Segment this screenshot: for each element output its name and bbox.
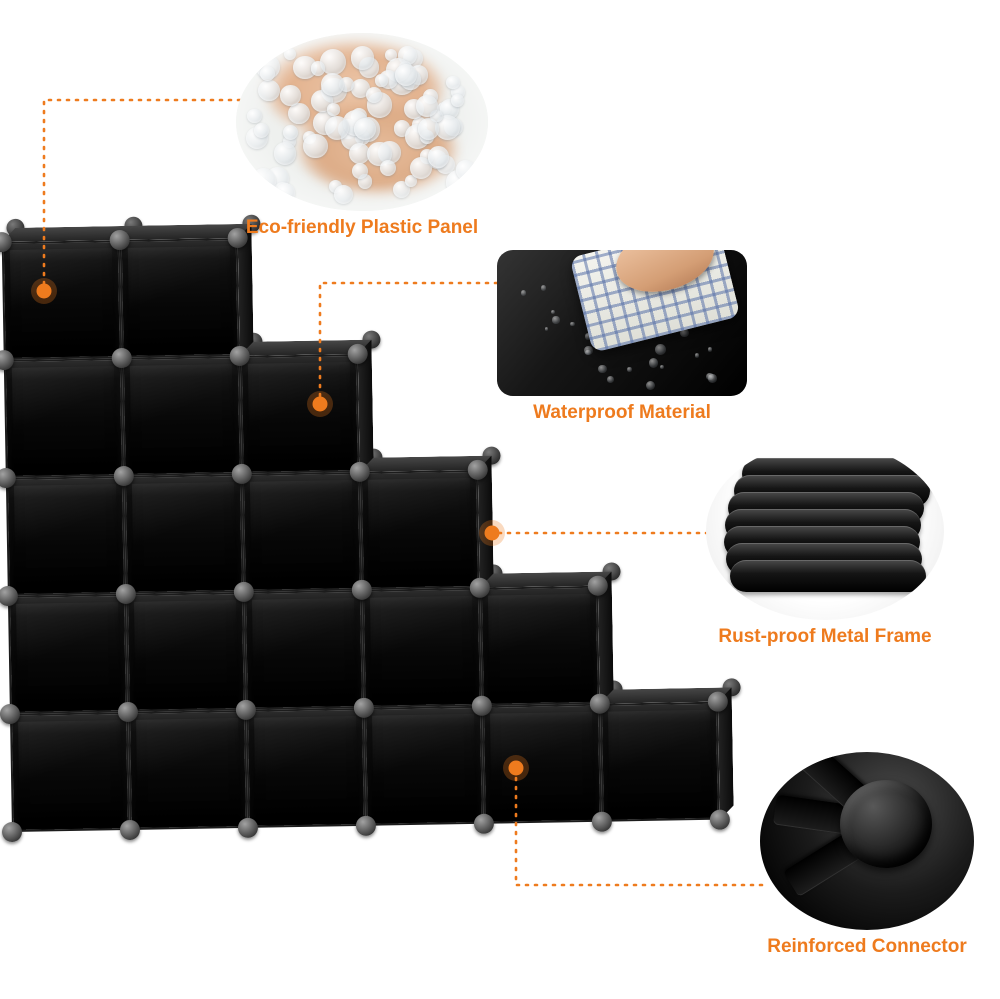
- connector-ball: [1, 821, 23, 843]
- water-droplet: [584, 333, 592, 341]
- cube-cell: [243, 589, 364, 710]
- cube-cell: [9, 711, 130, 832]
- caption-connector: Reinforced Connector: [767, 936, 967, 957]
- caption-plastic-panel: Eco-friendly Plastic Panel: [245, 217, 479, 238]
- connector-ball: [237, 817, 259, 839]
- water-droplet: [708, 374, 717, 383]
- photo-edge-fade: [236, 33, 488, 211]
- cube-cell: [481, 703, 602, 824]
- water-droplet: [569, 321, 575, 327]
- plastic-pellets-image: [236, 33, 488, 211]
- water-droplet: [552, 316, 560, 324]
- connector-ball-closeup: [840, 780, 932, 868]
- metal-frame-panel: [730, 560, 926, 592]
- cube-cell: [599, 701, 720, 822]
- cube-cell: [361, 587, 482, 708]
- water-droplet: [648, 358, 659, 369]
- water-droplet: [544, 327, 548, 331]
- caption-metal-frame: Rust-proof Metal Frame: [718, 626, 932, 647]
- callout-connector: Reinforced Connector: [760, 752, 974, 957]
- water-droplet: [584, 346, 593, 355]
- water-droplet: [607, 376, 614, 384]
- water-droplet: [654, 343, 666, 355]
- cube-cell: [245, 707, 366, 828]
- cube-cell: [479, 585, 600, 706]
- connector-closeup-image: [760, 752, 974, 930]
- connector-ball: [355, 815, 377, 836]
- cube-cell: [123, 473, 244, 594]
- plastic-bead: [250, 57, 263, 70]
- callout-plastic-panel: Eco-friendly Plastic Panel: [236, 33, 488, 238]
- cube-cell: [3, 358, 124, 479]
- cube-cell: [7, 593, 128, 715]
- callout-metal-frame: Rust-proof Metal Frame: [706, 442, 944, 647]
- caption-waterproof: Waterproof Material: [533, 402, 711, 423]
- cube-cell: [1, 240, 122, 361]
- callout-waterproof: Waterproof Material: [497, 250, 747, 423]
- water-droplet: [680, 328, 690, 338]
- water-droplet: [540, 285, 547, 291]
- connector-ball: [473, 813, 495, 834]
- cube-cell: [119, 237, 240, 359]
- cube-cell: [239, 353, 360, 474]
- water-droplet: [598, 364, 607, 374]
- cube-cell: [125, 591, 246, 712]
- waterproof-wiping-image: [497, 250, 747, 396]
- water-droplet: [550, 309, 556, 315]
- connector-ball: [591, 811, 613, 832]
- water-droplet: [707, 347, 713, 352]
- connector-ball: [709, 809, 731, 830]
- water-droplet: [520, 289, 527, 296]
- connector-ball: [119, 819, 141, 841]
- cube-cell: [241, 471, 362, 592]
- cube-cell: [121, 355, 242, 476]
- water-droplet: [659, 365, 664, 369]
- cube-cell: [359, 469, 480, 590]
- water-droplet: [646, 380, 656, 390]
- water-droplet: [627, 367, 632, 372]
- cube-cell: [127, 709, 248, 830]
- cube-cell: [363, 705, 484, 826]
- cube-cell: [5, 475, 126, 597]
- metal-frames-image: [706, 442, 944, 620]
- water-droplet: [695, 353, 700, 358]
